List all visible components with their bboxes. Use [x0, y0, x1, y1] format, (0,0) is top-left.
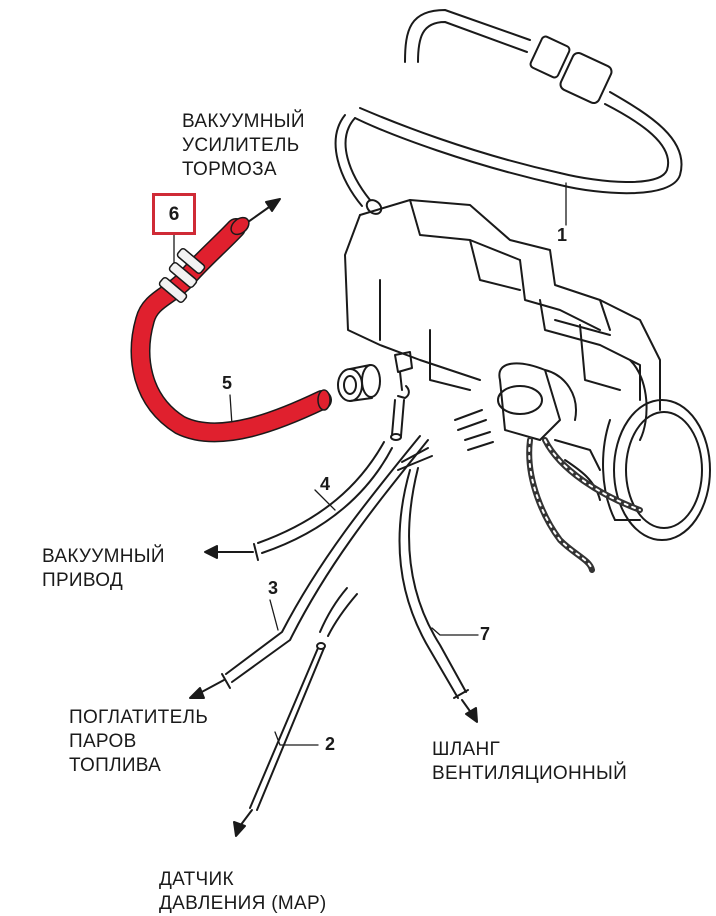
hose-5-highlight — [130, 216, 332, 443]
callout-2: 2 — [325, 734, 336, 754]
callout-1: 1 — [557, 225, 568, 245]
callout-leaders — [173, 182, 567, 746]
label-vent-hose: ШЛАНГ ВЕНТИЛЯЦИОННЫЙ — [432, 739, 628, 784]
callout-4: 4 — [320, 474, 331, 494]
hose-2 — [249, 587, 358, 811]
label-brake-booster: ВАКУУМНЫЙ УСИЛИТЕЛЬ ТОРМОЗА — [182, 111, 305, 180]
callout-5: 5 — [222, 373, 233, 393]
label-evap-absorber: ПОГЛАТИТЕЛЬ ПАРОВ ТОПЛИВА — [69, 707, 209, 776]
grommet — [337, 364, 381, 402]
label-map-sensor: ДАТЧИК ДАВЛЕНИЯ (MAP) — [159, 869, 327, 914]
label-vacuum-drive: ВАКУУМНЫЙ ПРИВОД — [42, 546, 165, 591]
hose-clamp-icon — [158, 248, 206, 303]
hose-1 — [334, 9, 683, 215]
hose-3 — [221, 435, 429, 689]
callout-6-box: 6 — [152, 193, 196, 235]
callout-3: 3 — [268, 578, 279, 598]
throttle-body — [344, 199, 711, 541]
hose-7 — [398, 467, 469, 699]
wiring-harness — [526, 437, 643, 573]
arrows — [189, 198, 478, 837]
callout-7: 7 — [480, 624, 491, 644]
callout-6: 6 — [168, 204, 180, 225]
hose-4 — [253, 441, 393, 561]
